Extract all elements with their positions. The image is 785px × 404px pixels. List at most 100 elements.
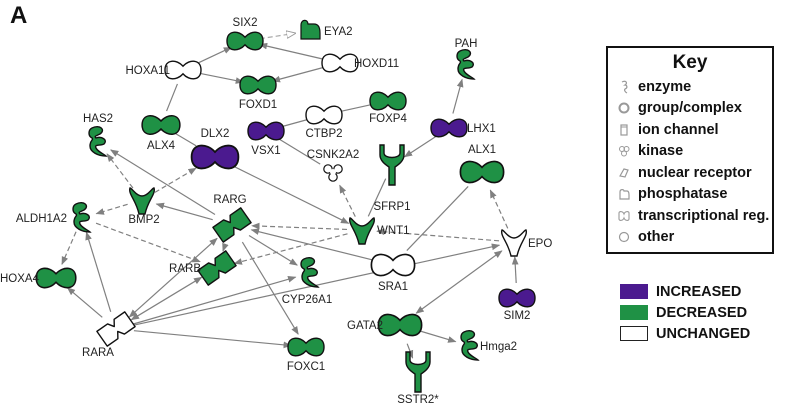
edge-epo-to-wnt1 [376,228,500,242]
node-alx1[interactable]: ALX1 [459,144,505,184]
node-label: GATA2 [347,320,383,332]
edge-hoxa11-to-foxd1 [197,72,245,84]
node-label: SIX2 [233,17,258,29]
node-foxd1[interactable]: FOXD1 [239,75,277,111]
node-sstr2[interactable]: SSTR2* [397,351,439,404]
phosphatase-icon [300,19,321,40]
edge-ctbp2-to-foxp4 [338,103,374,113]
node-label: CYP26A1 [282,294,333,306]
enzyme-icon [460,329,480,361]
enzyme-icon [88,125,108,157]
node-rara[interactable]: RARA [82,311,136,359]
node-aldh1a2[interactable]: ALDH1A2 [16,201,92,233]
transmembrane-receptor-icon [405,351,431,393]
key-item: transcriptional reg. [608,205,772,227]
node-has2[interactable]: HAS2 [83,113,113,157]
node-foxc1[interactable]: FOXC1 [287,337,325,373]
increased-swatch [620,284,648,299]
edges-layer [61,33,519,359]
node-alx4[interactable]: ALX4 [141,115,181,152]
edge-bmp2-to-has2 [106,153,134,189]
key-item: enzyme [608,76,772,98]
edge-sra1-to-alx1 [406,186,469,251]
node-label: FOXD1 [239,99,277,111]
node-label: ALX1 [468,144,496,156]
node-hoxa11[interactable]: HOXA11 [125,60,202,80]
key-title: Key [672,52,708,73]
edge-aldh1a2-to-rarb [95,222,201,263]
node-hoxd11[interactable]: HOXD11 [321,53,399,73]
node-label: CSNK2A2 [307,149,359,161]
node-eya2[interactable]: EYA2 [300,19,353,40]
node-sim2[interactable]: SIM2 [498,288,536,322]
node-label: CTBP2 [305,128,342,140]
key-item-label: ion channel [638,121,719,138]
node-label: HOXA11 [125,65,170,77]
key-item: other [608,227,772,249]
nuclear-receptor-icon [197,250,237,286]
edge-six2-to-eya2 [259,33,295,40]
edge-dlx2-to-wnt1 [234,166,350,224]
node-vsx1[interactable]: VSX1 [247,121,285,157]
node-six2[interactable]: SIX2 [226,17,264,51]
node-lhx1[interactable]: LHX1 [430,118,496,138]
key-item-label: phosphatase [638,186,728,203]
edge-gata2-to-sstr2 [406,343,414,359]
transcriptional-regulator-icon [190,144,240,170]
transcriptional-regulator-icon [430,118,468,138]
legend-item-label: DECREASED [656,304,748,321]
growth-factor-icon [348,217,376,245]
node-label: RARA [82,347,114,359]
edge-rarg-to-foxc1 [241,241,299,335]
transmembrane-receptor-icon [379,144,405,186]
phosphatase-icon [618,187,630,201]
node-foxp4[interactable]: FOXP4 [369,91,407,125]
edge-rarg-to-cyp26a1 [248,234,298,266]
node-label: EPO [528,238,552,250]
other-icon [618,230,630,244]
node-bmp2[interactable]: BMP2 [128,187,160,226]
node-rarg[interactable]: RARG [212,194,252,243]
edge-wnt1-to-csnk2a2 [339,184,356,217]
node-cyp26a1[interactable]: CYP26A1 [282,256,333,306]
transcriptional-regulator-icon [305,105,343,125]
node-label: HOXA4 [0,273,40,285]
transcriptional-regulator-icon [377,313,423,337]
edge-bmp2-to-aldh1a2 [95,203,128,215]
edge-gata2-to-epo [415,250,503,314]
node-wnt1[interactable]: WNT1 [348,217,410,245]
node-hoxa4[interactable]: HOXA4 [0,267,77,289]
key-item-label: enzyme [638,78,692,95]
node-dlx2[interactable]: DLX2 [190,128,240,170]
node-ctbp2[interactable]: CTBP2 [305,105,343,140]
edge-rara-to-hoxa4 [66,287,103,318]
node-gata2[interactable]: GATA2 [347,313,423,337]
node-epo[interactable]: EPO [500,229,553,257]
panel-letter: A [10,2,28,29]
transcriptional-regulator-icon [239,75,277,95]
transcriptional-regulator-icon [498,288,536,308]
edge-epo-to-alx1 [489,189,509,229]
transcriptional-regulator-icon [247,121,285,141]
node-csnk2a2[interactable]: CSNK2A2 [307,149,359,182]
node-sra1[interactable]: SRA1 [370,253,416,293]
enzyme-icon [456,48,476,80]
unchanged-swatch [620,326,648,341]
node-label: FOXC1 [287,361,325,373]
edge-sra1-to-rarg [250,228,374,261]
node-rarb[interactable]: RARB [169,250,237,286]
node-hmga2[interactable]: Hmga2 [460,329,517,361]
node-pah[interactable]: PAH [455,38,478,80]
node-sfrp1[interactable]: SFRP1 [373,144,411,213]
key-item-label: kinase [638,143,684,160]
enzyme-icon [618,80,630,94]
edge-hoxa11-to-six2 [196,46,233,65]
key-item: ion channel [608,119,772,141]
node-label: SRA1 [378,281,408,293]
legend-item-unchanged: UNCHANGED [620,323,750,344]
transcriptional-regulator-icon [141,115,181,135]
node-label: DLX2 [201,128,230,140]
edge-wnt1-to-rarg [251,222,348,231]
